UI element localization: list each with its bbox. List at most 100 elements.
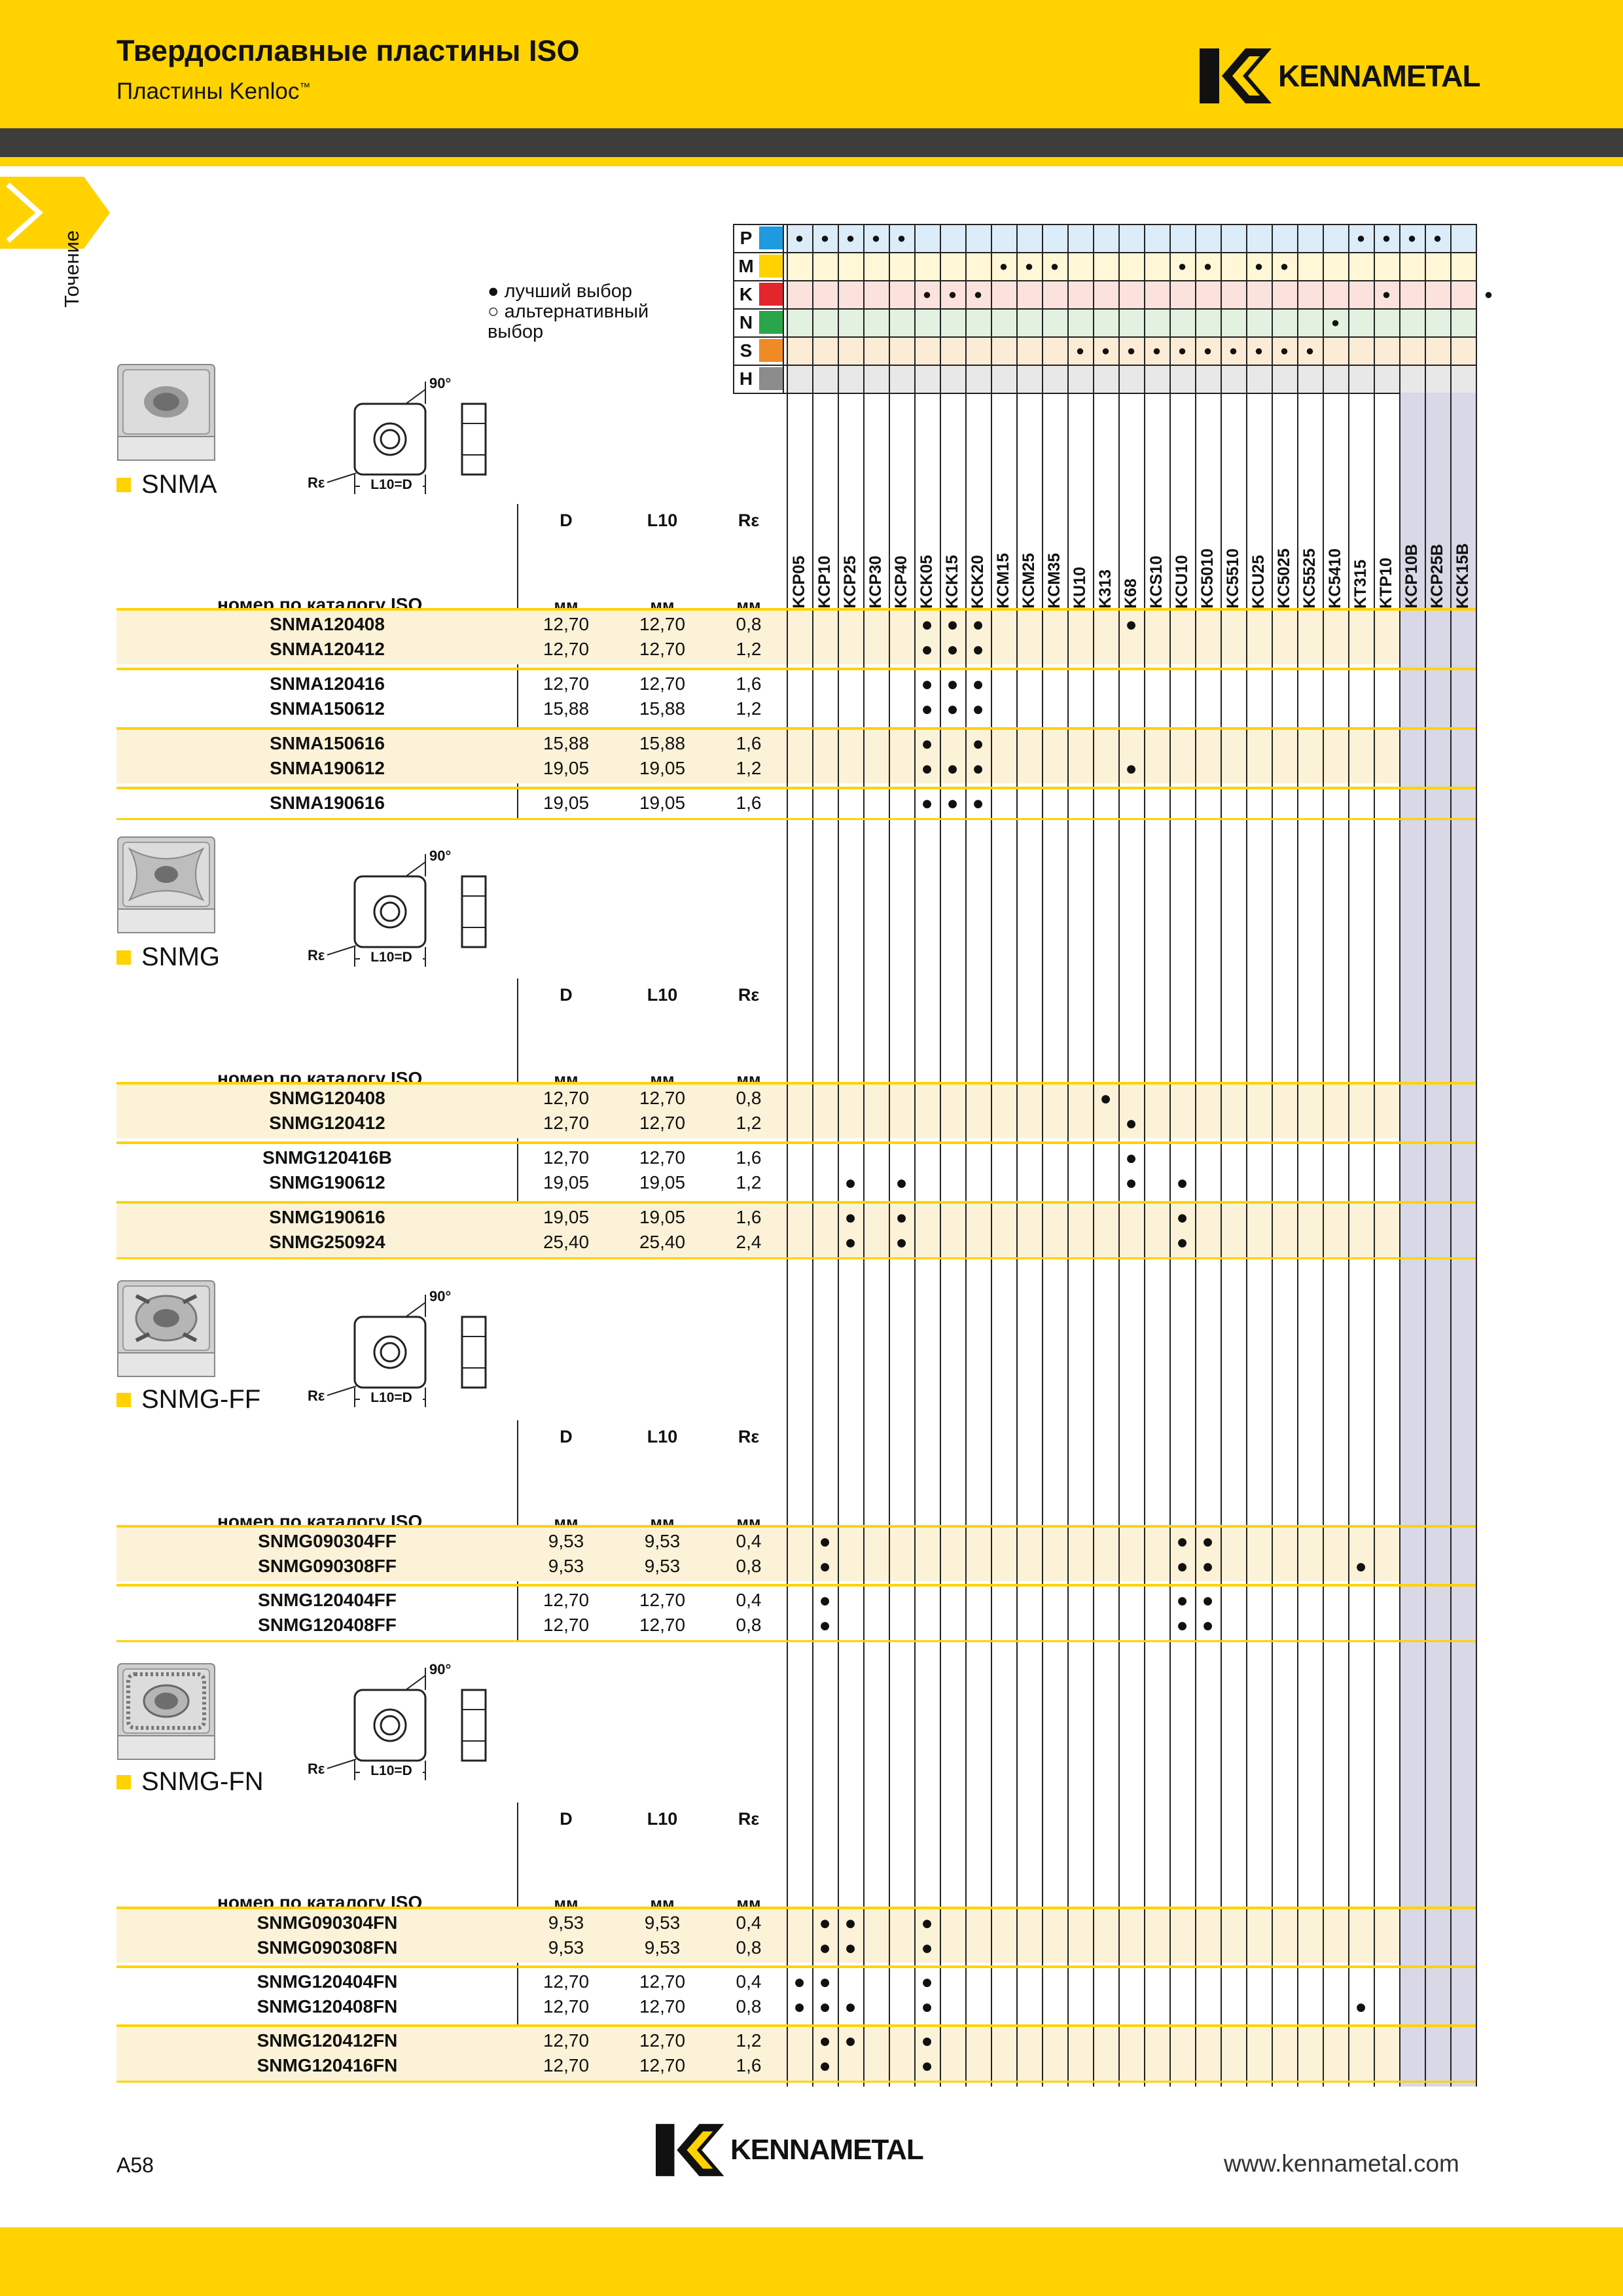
row-group-shade — [1349, 1526, 1374, 1581]
row-group-shade — [1171, 1202, 1195, 1257]
page-number: A58 — [116, 2153, 154, 2177]
recommendation-dot: ● — [921, 2055, 933, 2077]
row-group-shade — [813, 1083, 838, 1138]
row-group-shade — [1196, 1083, 1221, 1138]
recommendation-dot: ● — [921, 1971, 933, 1993]
row-group-shade — [839, 2026, 863, 2081]
grade-header: KCP40 — [889, 396, 914, 609]
grid-line — [1169, 224, 1171, 2087]
brand-name: KENNAMETAL — [730, 2134, 924, 2166]
table-cell-re: 1,6 — [736, 673, 762, 694]
table-cell-l10: 9,53 — [644, 1531, 681, 1551]
table-cell-l10: 19,05 — [639, 793, 686, 813]
grid-line — [838, 224, 839, 2087]
table-cell-re: 1,6 — [736, 733, 762, 753]
hollow-dot-icon: ○ — [488, 301, 499, 322]
insert-family-name: SNMG — [141, 942, 220, 971]
recommendation-dot: ● — [1382, 286, 1391, 302]
recommendation-dot: ● — [921, 793, 933, 814]
table-cell-d: 12,70 — [543, 673, 590, 694]
row-group-shade — [967, 609, 991, 664]
material-code: P — [733, 224, 759, 252]
row-group-shade — [1018, 1083, 1042, 1138]
recommendation-dot: ● — [897, 230, 906, 246]
row-group-shade — [788, 609, 812, 664]
table-row-code: SNMG190612 — [269, 1172, 385, 1193]
recommendation-dot: ● — [1407, 230, 1417, 246]
row-group-shade — [1349, 2026, 1374, 2081]
grade-label: KCP10B — [1402, 544, 1421, 609]
row-group-shade — [916, 1083, 940, 1138]
row-group-shade — [1043, 609, 1067, 664]
grade-header: KU10 — [1067, 396, 1093, 609]
recommendation-dot: ● — [1075, 342, 1085, 359]
row-group-shade — [1222, 1908, 1246, 1963]
column-header-re: Rε — [738, 1809, 760, 1829]
row-group-shade — [1273, 1083, 1297, 1138]
row-group-shade — [788, 1202, 812, 1257]
row-group-shade — [865, 1908, 889, 1963]
grid-line — [733, 365, 1476, 366]
grid-line — [965, 224, 967, 2087]
recommendation-dot: ● — [1355, 1556, 1367, 1577]
row-group-rule — [116, 1584, 1476, 1587]
grade-label: K313 — [1096, 569, 1115, 609]
row-group-shade — [992, 1202, 1016, 1257]
recommendation-dot: ● — [820, 230, 830, 246]
recommendation-dot: ● — [921, 758, 933, 780]
dimension-label: L10=D — [360, 950, 423, 965]
recommendation-dot: ● — [895, 1207, 908, 1229]
column-header-d: D — [560, 985, 573, 1005]
kennametal-logo-footer: KENNAMETAL — [656, 2124, 924, 2176]
recommendation-dot: ● — [1202, 1531, 1214, 1552]
grade-label: KCP25B — [1428, 544, 1446, 609]
legend-best-label: лучший выбор — [504, 281, 632, 302]
grade-header: KC5025 — [1272, 396, 1297, 609]
table-row-code: SNMG120412FN — [257, 2030, 398, 2051]
row-group-shade — [1247, 2026, 1272, 2081]
row-group-shade — [1298, 1526, 1323, 1581]
row-group-shade — [813, 1908, 838, 1963]
table-cell-l10: 12,70 — [639, 1996, 686, 2017]
recommendation-dot: ● — [844, 1172, 857, 1194]
table-cell-l10: 9,53 — [644, 1912, 681, 1933]
insert-photo — [117, 836, 215, 933]
table-cell-l10: 19,05 — [639, 758, 686, 778]
row-group-shade — [839, 728, 863, 783]
grade-label: KC5525 — [1300, 548, 1319, 609]
grade-label: KCK15B — [1454, 543, 1472, 609]
row-group-shade — [1120, 1908, 1144, 1963]
recommendation-dot: ● — [819, 1937, 831, 1959]
recommendation-dot: ● — [972, 698, 984, 720]
table-row-code: SNMA120416 — [270, 673, 385, 694]
row-group-shade — [1043, 1526, 1067, 1581]
grade-label: KCS10 — [1147, 556, 1166, 609]
grade-header: K68 — [1118, 396, 1144, 609]
grid-line — [1144, 224, 1145, 2087]
grid-line — [812, 224, 813, 2087]
material-color-swatch — [759, 367, 783, 390]
recommendation-dot: ● — [794, 230, 804, 246]
table-cell-l10: 15,88 — [639, 698, 686, 719]
row-group-shade — [967, 728, 991, 783]
grid-line — [1272, 224, 1273, 2087]
grade-header: KC5525 — [1297, 396, 1323, 609]
grid-line — [783, 224, 784, 393]
recommendation-dot: ● — [1050, 258, 1060, 274]
row-group-shade — [839, 1526, 863, 1581]
row-group-shade — [1222, 1083, 1246, 1138]
table-cell-d: 19,05 — [543, 758, 590, 778]
recommendation-dot: ● — [1203, 258, 1213, 274]
row-group-shade — [1145, 1908, 1169, 1963]
table-cell-l10: 12,70 — [639, 1147, 686, 1168]
recommendation-dot: ● — [1176, 1207, 1188, 1229]
row-group-shade — [1375, 1908, 1399, 1963]
table-cell-re: 1,2 — [736, 1113, 762, 1133]
row-group-shade — [916, 1908, 940, 1963]
row-group-shade — [865, 1526, 889, 1581]
row-group-shade — [1273, 1202, 1297, 1257]
table-cell-d: 12,70 — [543, 1971, 590, 1992]
table-cell-d: 12,70 — [543, 1996, 590, 2017]
row-group-shade — [992, 1083, 1016, 1138]
material-code: N — [733, 308, 759, 336]
